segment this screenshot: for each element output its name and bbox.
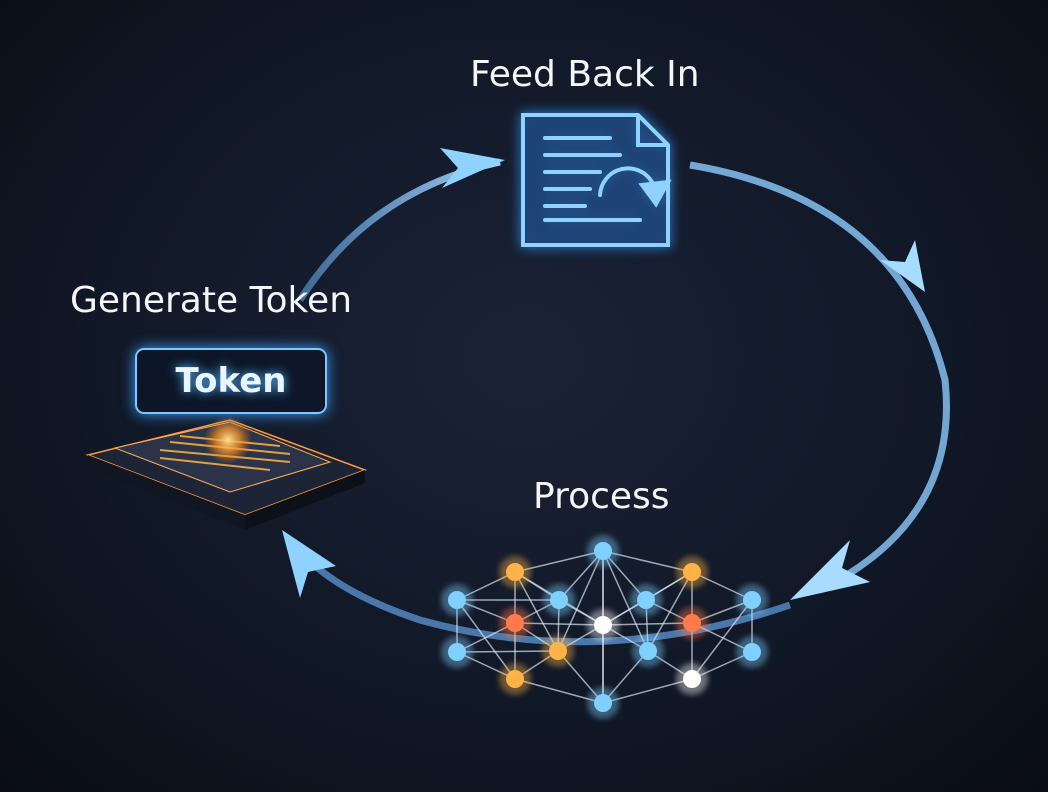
label-feed-back-in: Feed Back In: [470, 54, 700, 95]
network-node: [549, 642, 567, 660]
network-node: [637, 591, 655, 609]
neural-network: [441, 535, 768, 719]
label-process: Process: [533, 476, 670, 517]
network-edge: [557, 550, 604, 652]
token-text: Token: [175, 361, 287, 401]
document-refresh-icon: [521, 113, 672, 247]
network-node: [594, 542, 612, 560]
arrowhead-icon: [880, 240, 925, 292]
network-node: [683, 614, 701, 632]
network-node: [448, 591, 466, 609]
network-edge: [602, 550, 649, 652]
network-node: [743, 643, 761, 661]
token-callout: Token: [135, 348, 327, 414]
label-generate-token: Generate Token: [70, 280, 353, 321]
network-node: [594, 616, 612, 634]
chip-icon: [85, 416, 368, 530]
network-node: [683, 670, 701, 688]
network-edge: [691, 599, 753, 680]
arc-generate-to-feed: [297, 148, 505, 302]
arrowhead-icon: [440, 148, 505, 188]
network-node: [550, 591, 568, 609]
network-node: [506, 670, 524, 688]
network-node: [639, 642, 657, 660]
arc-feed-to-process: [689, 161, 950, 600]
network-node: [594, 694, 612, 712]
network-edge: [456, 650, 559, 653]
network-node: [506, 563, 524, 581]
network-node: [448, 643, 466, 661]
network-node: [506, 614, 524, 632]
network-edge: [456, 599, 516, 680]
network-node: [683, 563, 701, 581]
arrowhead-icon: [790, 540, 870, 600]
arrowhead-icon: [282, 530, 336, 598]
network-node: [743, 591, 761, 609]
